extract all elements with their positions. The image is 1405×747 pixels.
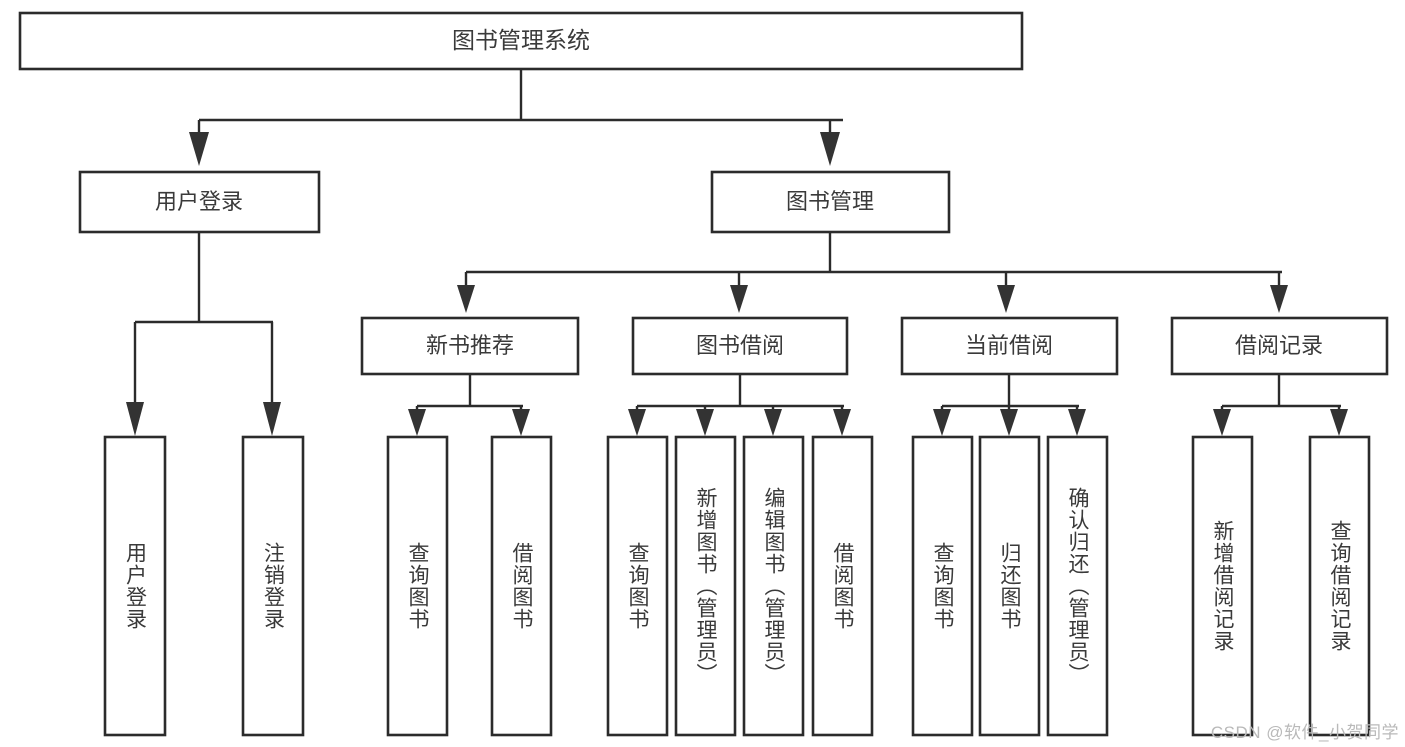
leaf-box-borrow-book-nb[interactable]: [490, 435, 553, 737]
arrow-head-to-new-book: [457, 285, 475, 313]
arrow-head-bb-leaf-1: [628, 409, 646, 436]
leaf-box-logout[interactable]: [241, 435, 305, 737]
leaf-box-user-login[interactable]: [103, 435, 167, 737]
connector-book-mgmt-to-level3: [457, 232, 1288, 313]
node-new-book-recommend-box[interactable]: [360, 316, 580, 376]
node-user-login-label: 用户登录: [155, 189, 243, 214]
arrow-head-cb-leaf-2: [1000, 409, 1018, 436]
arrow-head-leaf-logout: [263, 402, 281, 436]
arrow-head-to-user-login: [189, 132, 209, 166]
leaf-box-add-book[interactable]: [674, 435, 737, 737]
node-current-borrow[interactable]: 当前借阅: [900, 316, 1119, 376]
node-new-book-recommend-label: 新书推荐: [426, 333, 514, 358]
leaf-box-confirm-return[interactable]: [1046, 435, 1109, 737]
leaf-box-borrow-book-bb[interactable]: [811, 435, 874, 737]
connector-book-borrow-to-leaves: [628, 374, 851, 436]
node-root-label: 图书管理系统: [452, 27, 590, 53]
connector-new-book-to-leaves: [408, 374, 530, 436]
arrow-head-to-book-borrow: [730, 285, 748, 313]
connector-root-to-level2: [189, 69, 843, 166]
node-current-borrow-box[interactable]: [900, 316, 1119, 376]
leaf-box-query-book-cb[interactable]: [911, 435, 974, 737]
node-new-book-recommend[interactable]: 新书推荐: [360, 316, 580, 376]
arrow-head-cb-leaf-3: [1068, 409, 1086, 436]
arrow-head-bb-leaf-4: [833, 409, 851, 436]
connector-current-borrow-to-leaves: [933, 374, 1086, 436]
connector-user-login-to-leaves: [126, 232, 281, 436]
arrow-head-bb-leaf-2: [696, 409, 714, 436]
arrow-head-to-book-mgmt: [820, 132, 840, 166]
leaf-box-return-book[interactable]: [978, 435, 1041, 737]
arrow-head-br-leaf-1: [1213, 409, 1231, 436]
leaf-box-add-record[interactable]: [1191, 435, 1254, 737]
arrow-head-to-borrow-record: [1270, 285, 1288, 313]
node-book-management-label: 图书管理: [786, 189, 874, 214]
node-root-box[interactable]: [18, 11, 1024, 71]
arrow-head-bb-leaf-3: [764, 409, 782, 436]
csdn-watermark: CSDN @软件_小贺同学: [1210, 723, 1399, 742]
node-borrow-record[interactable]: 借阅记录: [1170, 316, 1389, 376]
node-borrow-record-box[interactable]: [1170, 316, 1389, 376]
node-book-management[interactable]: 图书管理: [710, 170, 951, 234]
arrow-head-nb-leaf-2: [512, 409, 530, 436]
node-book-borrow-box[interactable]: [631, 316, 849, 376]
node-current-borrow-label: 当前借阅: [965, 333, 1053, 358]
node-book-borrow-label: 图书借阅: [696, 333, 784, 358]
leaf-box-query-book-nb[interactable]: [386, 435, 449, 737]
connector-borrow-record-to-leaves: [1213, 374, 1348, 436]
leaf-box-edit-book[interactable]: [742, 435, 805, 737]
arrow-head-to-current-borrow: [997, 285, 1015, 313]
arrow-head-cb-leaf-1: [933, 409, 951, 436]
arrow-head-br-leaf-2: [1330, 409, 1348, 436]
node-borrow-record-label: 借阅记录: [1235, 333, 1323, 358]
node-book-management-box[interactable]: [710, 170, 951, 234]
leaf-box-query-book-bb[interactable]: [606, 435, 669, 737]
arrow-head-nb-leaf-1: [408, 409, 426, 436]
node-user-login[interactable]: 用户登录: [78, 170, 321, 234]
arrow-head-leaf-user-login: [126, 402, 144, 436]
node-root[interactable]: 图书管理系统: [18, 11, 1024, 71]
leaf-box-query-record[interactable]: [1308, 435, 1371, 737]
node-book-borrow[interactable]: 图书借阅: [631, 316, 849, 376]
